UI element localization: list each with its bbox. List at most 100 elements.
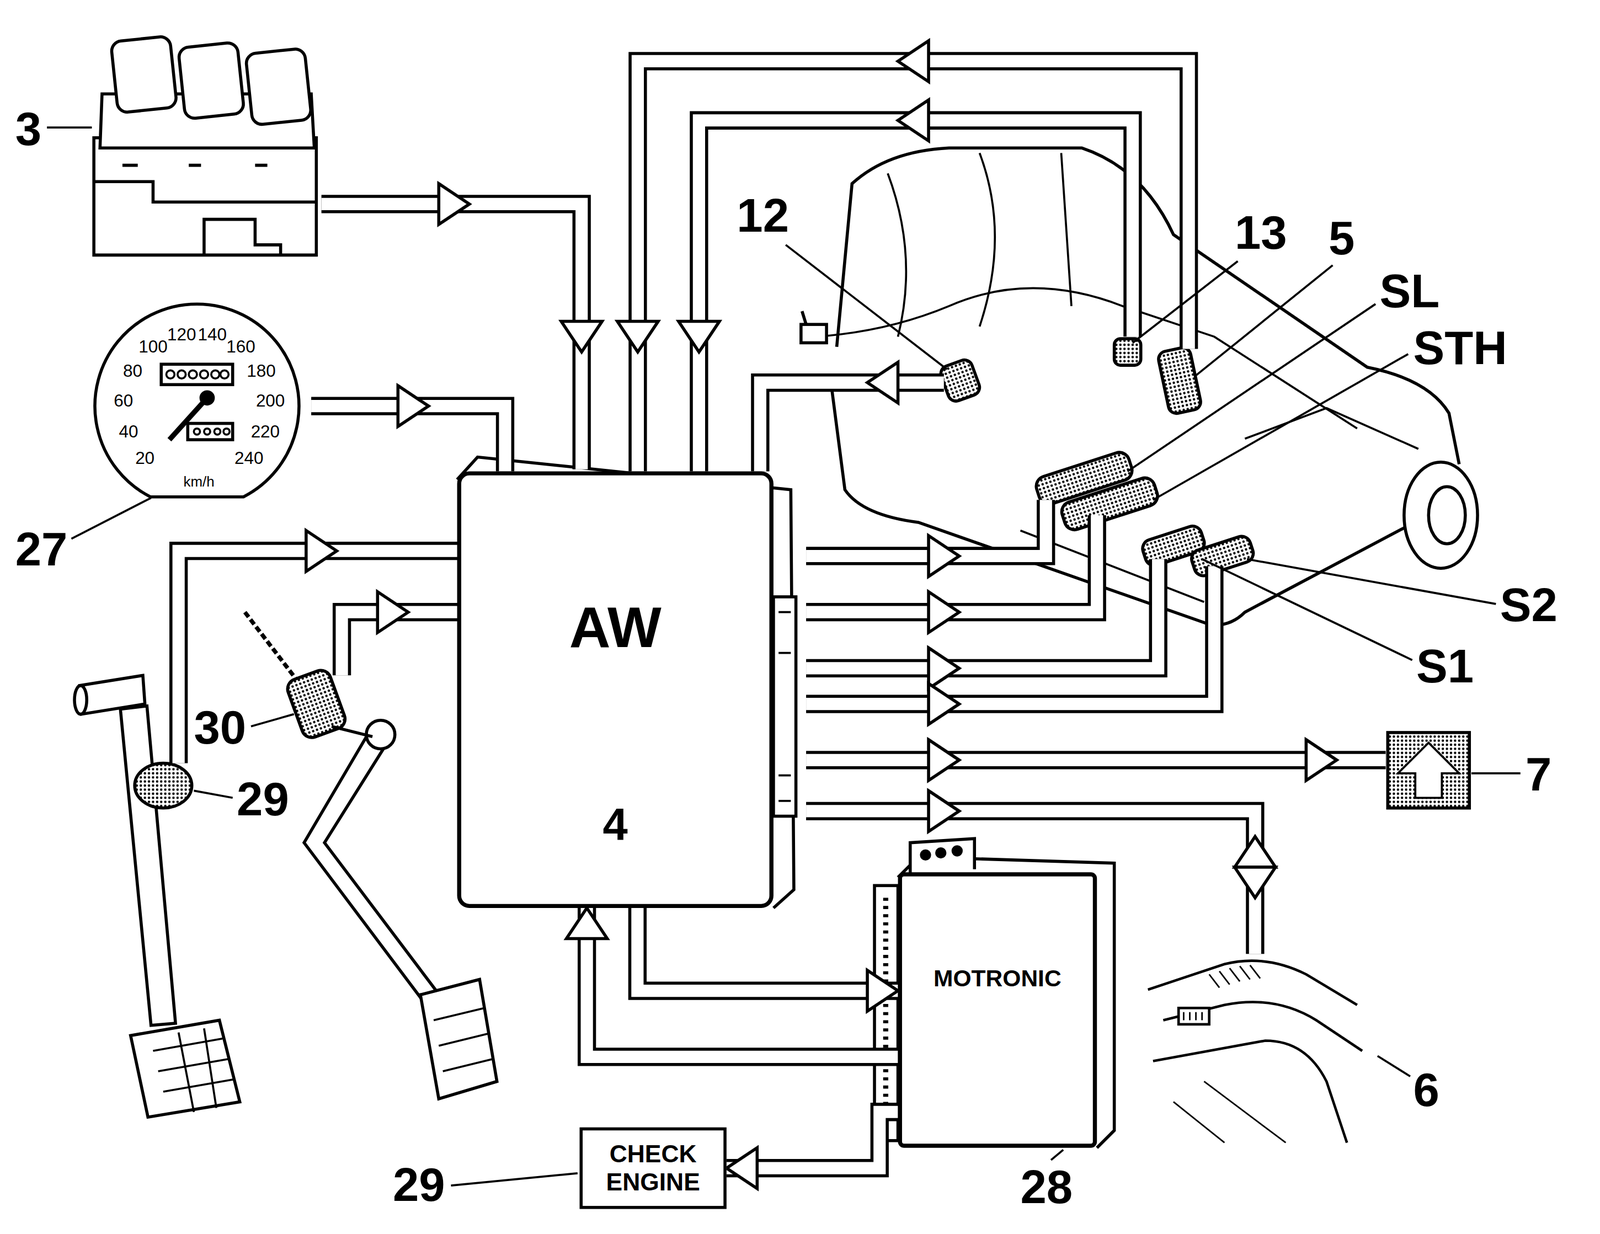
callout-number: 27 (15, 525, 68, 573)
speedometer (214, 428, 221, 435)
signal-arrowhead (928, 592, 959, 633)
signal-arrowhead (928, 683, 959, 725)
signal-arrowhead (306, 530, 337, 572)
signal-arrowhead (617, 321, 659, 352)
part-label: S1 (1416, 642, 1474, 690)
connector-wall (637, 908, 898, 991)
signal-channel (637, 61, 1189, 472)
signal-channel (342, 612, 460, 676)
signal-arrowhead (867, 362, 898, 404)
upshift-lamp (1387, 732, 1470, 809)
leader-line (251, 714, 295, 727)
connector-arrowhead (726, 1148, 757, 1189)
leader-line (193, 790, 233, 798)
unit-label: km/h (183, 474, 215, 489)
signal-arrowhead (1234, 836, 1276, 868)
signal-channel (806, 566, 1215, 704)
transmission (1428, 486, 1466, 544)
scale-number: 140 (197, 326, 227, 344)
mode-switch (204, 219, 281, 256)
scale-number: 20 (135, 449, 155, 467)
engine-module-body (921, 850, 930, 860)
mode-switch (93, 137, 317, 256)
warning-lamp-box: CHECK ENGINE (579, 1127, 727, 1210)
node-title: AW (569, 595, 662, 659)
speedometer (187, 423, 233, 441)
pedal-sensors (331, 726, 373, 737)
signal-arrowhead (898, 99, 929, 141)
signal-connector (566, 908, 899, 1058)
speedometer (188, 370, 197, 379)
scale-number: 200 (256, 392, 285, 410)
signal-channel (178, 61, 1386, 954)
callout-number: 30 (193, 704, 247, 751)
engine-module-body (874, 838, 1115, 1148)
gear-selector (1153, 1040, 1347, 1143)
scale-number: 100 (138, 338, 168, 356)
control-module-body (778, 612, 791, 802)
gear-selector (1183, 1012, 1202, 1021)
callout-number: 7 (1525, 750, 1552, 798)
engine-module-body (910, 838, 975, 876)
engine-module-body (898, 857, 1115, 1149)
signal-channel (178, 61, 1386, 954)
signal-arrowhead (928, 790, 959, 832)
scale-number: 240 (234, 449, 264, 467)
scale-number: 160 (226, 338, 255, 356)
accelerator-pedal (420, 979, 498, 1100)
leader-line (1377, 1056, 1411, 1077)
speedometer (204, 428, 211, 435)
scale-number: 60 (113, 392, 133, 410)
accelerator-pedal (433, 1008, 493, 1072)
accelerator-pedal (304, 726, 447, 1016)
mode-switch (93, 35, 317, 255)
signal-channel (178, 551, 460, 764)
signal-channel (637, 61, 1189, 472)
signal-channel (806, 499, 1047, 557)
signal-channel (806, 559, 1159, 669)
signal-channel (806, 515, 1097, 613)
callout-number: 4 (603, 800, 628, 850)
signal-channel (699, 120, 1133, 472)
speedometer (200, 391, 213, 404)
leader-line (46, 126, 92, 129)
solenoids-and-sensors (1059, 475, 1161, 533)
signal-arrowhead (438, 183, 469, 225)
brake-pedal (152, 1028, 234, 1113)
speedometer (166, 370, 229, 379)
scale-number: 220 (251, 423, 280, 441)
connector-channel (637, 908, 898, 991)
solenoids-and-sensors (1156, 346, 1203, 415)
scale-number: 120 (167, 326, 196, 344)
engine-module-body (936, 849, 946, 858)
speedometer (193, 428, 230, 435)
leader-line (1132, 260, 1238, 343)
signal-channel (760, 382, 944, 472)
leader-line (1127, 304, 1376, 472)
leader-line (1471, 772, 1521, 775)
transmission (1404, 462, 1478, 569)
signal-channel (699, 120, 1133, 472)
transmission (816, 288, 1358, 429)
callout-number: 29 (392, 1161, 446, 1209)
connector-channel (587, 908, 899, 1058)
accelerator-pedal (366, 720, 396, 750)
transmission (801, 324, 827, 343)
speedometer (177, 370, 186, 379)
connector-arrowhead (867, 970, 898, 1012)
signal-channel (806, 750, 1386, 770)
brake-pedal (130, 1020, 240, 1118)
scale-number: 40 (119, 423, 139, 441)
callout-number: 28 (1020, 1163, 1073, 1210)
speedometer (94, 304, 300, 498)
upshift-lamp (1398, 742, 1460, 798)
part-label: STH (1413, 324, 1508, 372)
speedometer (161, 364, 233, 385)
mode-switch (245, 48, 312, 126)
signal-channel (178, 551, 460, 764)
brake-pedal (120, 706, 176, 1026)
speedometer (169, 397, 207, 440)
leader-line (46, 127, 1521, 1186)
signal-channel (321, 204, 583, 470)
